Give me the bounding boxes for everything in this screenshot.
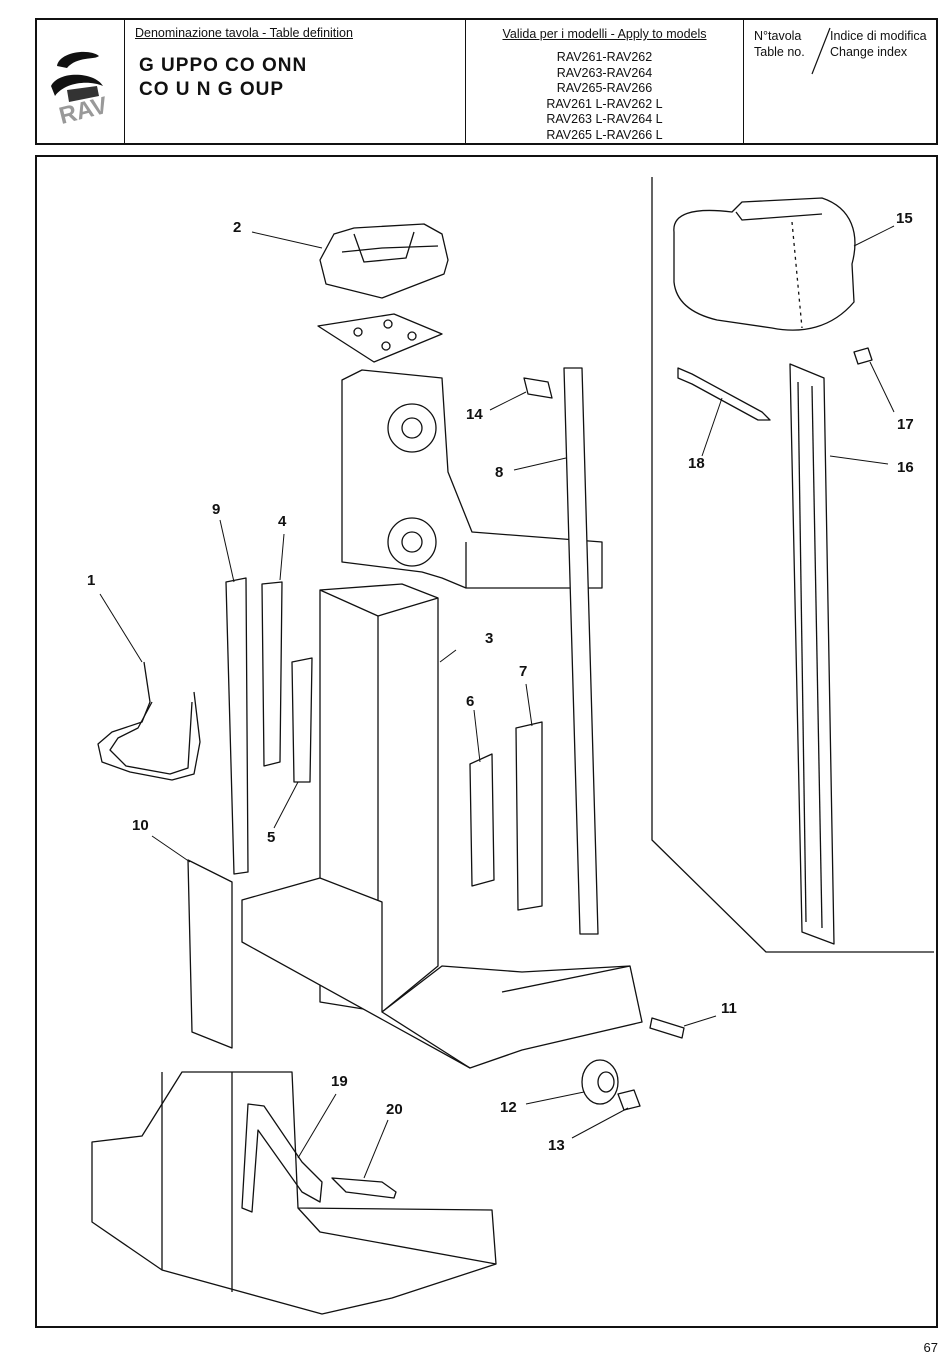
part-17-bracket <box>853 347 873 365</box>
part-20-bracket <box>331 1177 397 1199</box>
callout-8: 8 <box>495 464 504 481</box>
models-label: Valida per i modelli - Apply to models <box>502 27 707 41</box>
model-item: RAV265-RAV266 <box>556 81 653 95</box>
callout-2: 2 <box>233 219 242 236</box>
callout-9: 9 <box>212 501 221 518</box>
table-number-label: N°tavola Table no. <box>754 28 805 60</box>
part-13-bush <box>617 1089 641 1111</box>
callout-3: 3 <box>485 630 494 647</box>
callout-20: 20 <box>386 1101 403 1118</box>
detail-base <box>91 1071 497 1315</box>
callout-5: 5 <box>267 829 276 846</box>
title-line-2: CO U N G OUP <box>139 79 285 100</box>
callout-1: 1 <box>87 572 96 589</box>
callout-15: 15 <box>896 210 913 227</box>
title-line-1: G UPPO CO ONN <box>139 55 308 76</box>
base <box>241 877 643 1069</box>
callout-19: 19 <box>331 1073 348 1090</box>
part-8-strip <box>563 367 599 935</box>
inset-frame <box>651 177 934 953</box>
definition-cell: Denominazione tavola - Table definition … <box>125 20 466 143</box>
part-16-profile <box>789 363 835 945</box>
part-14-bracket <box>523 377 553 399</box>
change-index-label-en: Change index <box>830 45 908 59</box>
part-11-pin <box>649 1017 685 1039</box>
callout-17: 17 <box>897 416 914 433</box>
logo-lettering: RAV <box>56 92 110 130</box>
top-plate <box>317 313 443 363</box>
part-19-bracket <box>241 1103 323 1213</box>
model-item: RAV261 L-RAV262 L <box>546 96 663 111</box>
table-number-label-en: Table no. <box>754 45 805 59</box>
table-number-label-it: N°tavola <box>754 29 802 43</box>
change-index-label-it: Indice di modifica <box>830 29 927 43</box>
callout-16: 16 <box>897 459 914 476</box>
callout-7: 7 <box>519 663 528 680</box>
callout-11: 11 <box>721 1000 737 1017</box>
callout-13: 13 <box>548 1137 565 1154</box>
slash-divider <box>811 27 831 75</box>
definition-label: Denominazione tavola - Table definition <box>135 26 353 40</box>
leader-lines <box>99 225 895 1179</box>
rav-logo: RAV <box>51 51 110 130</box>
model-item: RAV261-RAV262 <box>556 50 653 64</box>
part-4-profile <box>261 581 283 767</box>
page-number: 67 <box>923 1340 938 1355</box>
part-6-profile <box>469 753 495 887</box>
part-12-roller <box>581 1059 619 1105</box>
drawing-lines <box>91 177 934 1315</box>
callout-10: 10 <box>132 817 149 834</box>
model-item: RAV263-RAV264 <box>556 65 653 80</box>
page-title: G UPPO CO ONN CO U N G OUP <box>139 54 307 102</box>
part-18-bracket <box>677 367 771 421</box>
callout-12: 12 <box>500 1099 517 1116</box>
model-item: RAV263 L-RAV264 L <box>546 112 663 126</box>
callout-6: 6 <box>466 693 475 710</box>
callout-14: 14 <box>466 406 483 423</box>
table-header: RAV Denominazione tavola - Table definit… <box>35 18 938 145</box>
callout-18: 18 <box>688 455 705 472</box>
table-number-cell: N°tavola Table no. Indice di modifica Ch… <box>744 20 936 143</box>
part-5-profile <box>291 657 313 783</box>
model-item: RAV265 L-RAV266 L <box>546 127 663 142</box>
change-index-label: Indice di modifica Change index <box>830 28 927 60</box>
part-1-handle <box>97 661 201 781</box>
models-cell: Valida per i modelli - Apply to models R… <box>466 20 744 143</box>
part-2-cap <box>319 223 449 299</box>
part-10-plate <box>187 859 233 1049</box>
carriage <box>341 369 603 589</box>
part-7-profile <box>515 721 543 911</box>
models-list: RAV261-RAV262 RAV263-RAV264 RAV265-RAV26… <box>466 50 743 143</box>
part-9-profile <box>225 577 249 875</box>
callout-4: 4 <box>278 513 287 530</box>
logo-cell: RAV <box>37 20 125 143</box>
exploded-drawing: 2 1 3 4 5 6 7 8 9 10 11 12 13 14 15 16 1… <box>35 155 938 1328</box>
part-15-cover <box>673 197 856 331</box>
